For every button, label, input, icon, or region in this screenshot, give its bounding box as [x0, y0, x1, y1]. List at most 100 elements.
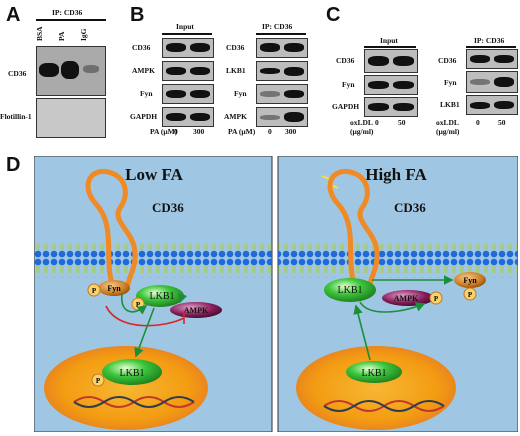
- ampk-label-left: AMPK: [184, 306, 209, 315]
- band: [284, 67, 304, 76]
- row-label: AMPK: [224, 112, 247, 121]
- ampk-left: [170, 302, 222, 318]
- blot-c-ip-lkb1: [466, 95, 518, 115]
- band: [166, 43, 186, 52]
- blot-c-input-gapdh: [364, 97, 418, 117]
- panel-b-input-underline: [162, 33, 212, 35]
- panel-d-letter: D: [6, 154, 21, 176]
- phospho-right-ampk: [429, 291, 443, 305]
- band: [470, 79, 490, 85]
- cd36-label-left: CD36: [152, 200, 184, 215]
- row-label: Fyn: [140, 89, 153, 98]
- band: [166, 90, 186, 98]
- axis-label: PA (μM): [150, 127, 178, 136]
- blot-b-ip-cd36: [256, 38, 308, 58]
- row-label: CD36: [132, 43, 151, 52]
- blot-b-ip-fyn: [256, 84, 308, 104]
- row-label: LKB1: [440, 100, 460, 109]
- band: [190, 113, 210, 121]
- panel-a-ip-title: IP: CD36: [52, 8, 83, 17]
- fyn-label-left: Fyn: [107, 284, 121, 293]
- band: [83, 65, 99, 73]
- row-label: Fyn: [234, 89, 247, 98]
- row-label: GAPDH: [130, 112, 158, 121]
- band: [393, 103, 414, 111]
- arrow-right-from-nucleus: [353, 304, 371, 361]
- panel-b-ip-underline: [256, 33, 306, 35]
- nucleus-right: [296, 346, 456, 430]
- blot-c-input-fyn: [364, 75, 418, 95]
- blot-c-input-cd36: [364, 49, 418, 73]
- band: [494, 101, 514, 109]
- blot-c-ip-fyn: [466, 71, 518, 93]
- lane-value: 0: [174, 127, 178, 136]
- inhibition-left: [105, 305, 185, 327]
- row-label: GAPDH: [332, 102, 360, 111]
- band: [470, 55, 490, 63]
- band: [393, 56, 414, 66]
- axis-label: oxLDL (μg/ml): [436, 118, 460, 136]
- fyn-label-right: Fyn: [463, 276, 477, 285]
- phospho-label: P: [434, 295, 439, 303]
- band: [260, 91, 280, 97]
- lane-label: BSA: [35, 26, 44, 41]
- row-label: CD36: [438, 56, 457, 65]
- phospho-label: P: [468, 291, 473, 299]
- dna-helix-left-2: [73, 396, 195, 408]
- row-label: CD36: [8, 69, 27, 78]
- band: [494, 55, 514, 63]
- blot-b-input-ampk: [162, 61, 214, 81]
- band: [190, 90, 210, 98]
- nuclear-lkb1-label-right: LKB1: [362, 368, 387, 379]
- ampk-right: [382, 290, 434, 306]
- lane-value: 0: [375, 118, 379, 127]
- axis-label: PA (μM): [228, 127, 256, 136]
- band: [470, 102, 490, 109]
- lane-value: 0: [268, 127, 272, 136]
- band: [260, 68, 280, 74]
- blot-b-input-fyn: [162, 84, 214, 104]
- band: [368, 56, 389, 66]
- high-fa-title: High FA: [365, 165, 427, 184]
- band: [166, 113, 186, 121]
- panel-d-diagram: Low FA CD36 LKB1 P Fyn P LKB1 P AMPK Hig…: [34, 156, 518, 432]
- panel-b-ip-title: IP: CD36: [262, 22, 293, 31]
- panel-c-letter: C: [326, 4, 341, 26]
- row-label: AMPK: [132, 66, 155, 75]
- lane-value: 300: [285, 127, 297, 136]
- low-fa-title: Low FA: [125, 165, 183, 184]
- band: [260, 115, 280, 120]
- lkb1-label-left: LKB1: [150, 291, 175, 302]
- row-label: Fyn: [444, 78, 457, 87]
- arrow-left-lkb1-ampk: [177, 292, 188, 304]
- ampk-label-right: AMPK: [394, 294, 419, 303]
- blot-b-ip-ampk: [256, 107, 308, 127]
- arrow-left-to-nucleus: [134, 307, 155, 358]
- phospho-label: P: [96, 377, 101, 385]
- blot-b-input-gapdh: [162, 107, 214, 127]
- band: [190, 67, 210, 75]
- row-label: Flotillin-1: [0, 112, 32, 121]
- blot-flotillin-a: [36, 98, 106, 138]
- arrow-left-fyn-lkb1: [121, 293, 148, 315]
- phospho-label: P: [136, 301, 141, 309]
- band: [284, 112, 304, 122]
- lane-value: 50: [498, 118, 506, 127]
- band: [284, 43, 304, 52]
- panel-a-letter: A: [6, 4, 21, 26]
- dna-helix-right-2: [323, 400, 445, 412]
- band: [166, 67, 186, 75]
- panel-c-ip-title: IP: CD36: [474, 36, 505, 45]
- blot-b-ip-lkb1: [256, 61, 308, 81]
- row-label: Fyn: [342, 80, 355, 89]
- band: [494, 77, 514, 87]
- cd36-label-right: CD36: [394, 200, 426, 215]
- panel-b-letter: B: [130, 4, 145, 26]
- lane-label: PA: [57, 31, 66, 41]
- blot-cd36-a: [36, 46, 106, 96]
- row-label: CD36: [226, 43, 245, 52]
- cd36-receptor-left: [85, 168, 138, 287]
- band: [61, 61, 79, 79]
- lane-label: IgG: [79, 28, 88, 41]
- blot-c-ip-cd36: [466, 49, 518, 69]
